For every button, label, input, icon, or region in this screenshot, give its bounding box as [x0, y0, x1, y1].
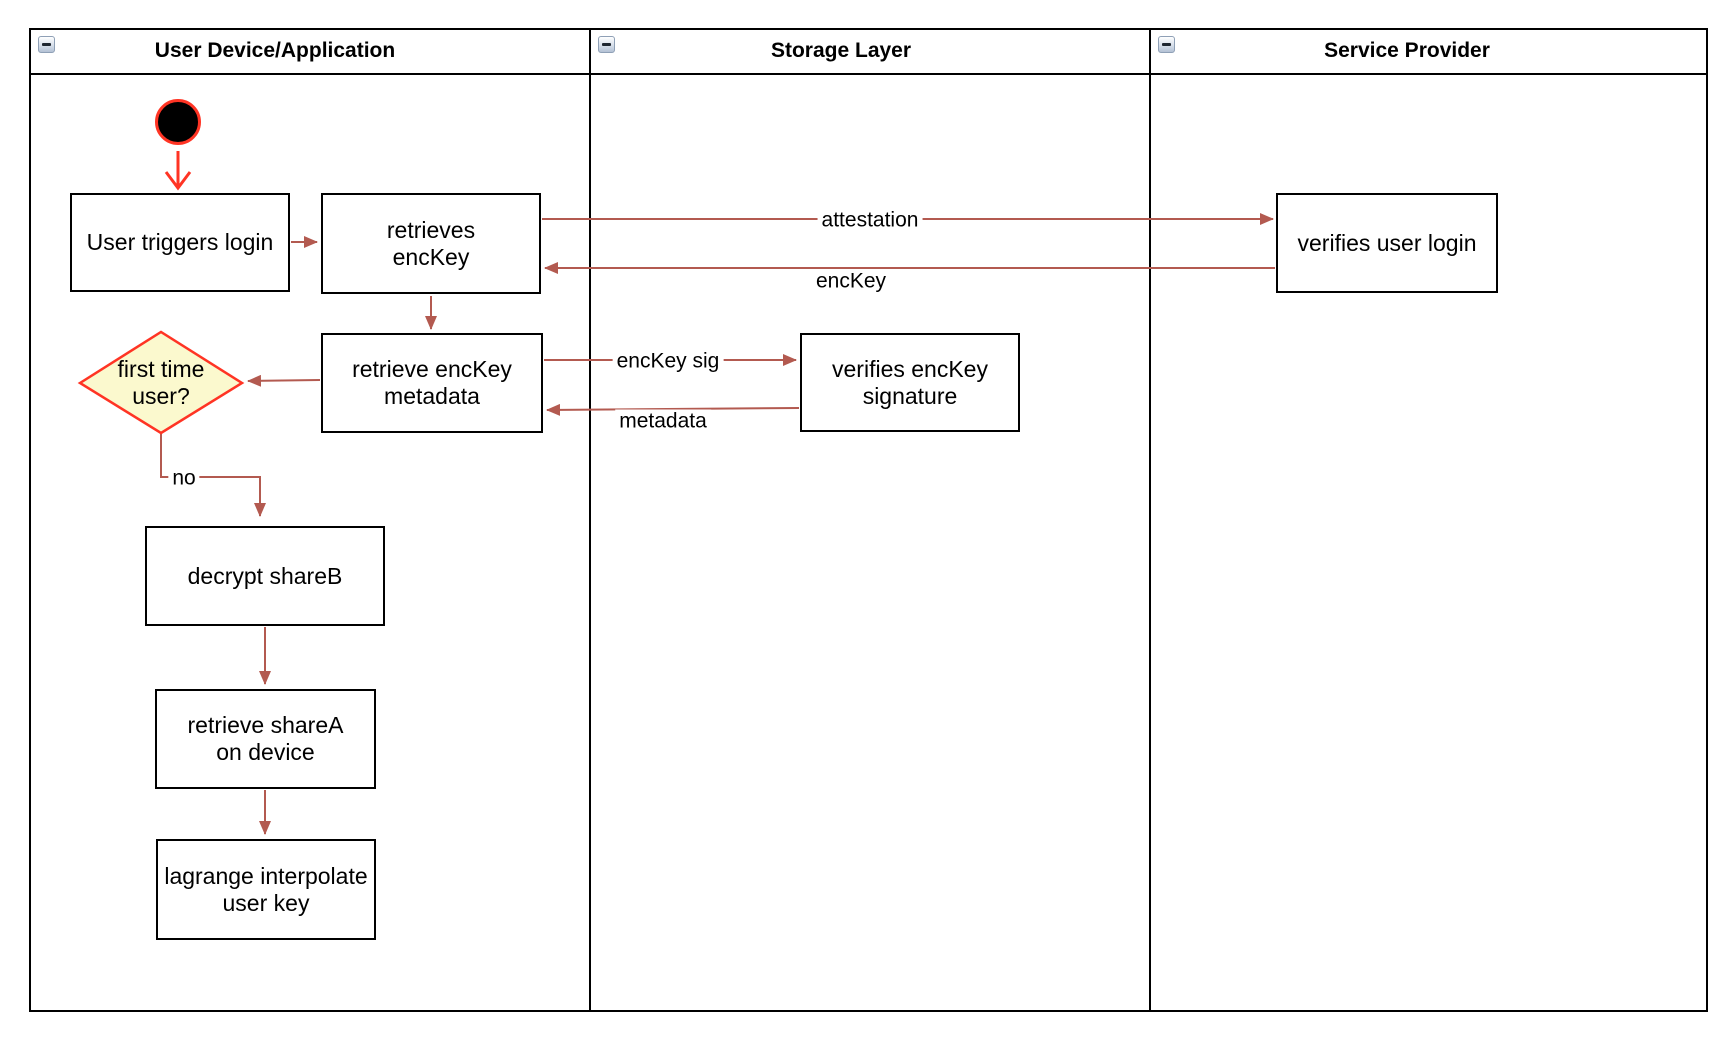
- edge-label-attestation: attestation: [817, 208, 923, 232]
- node-verifies-enckey-signature[interactable]: verifies encKey signature: [800, 333, 1020, 432]
- edge-label-no: no: [168, 466, 200, 490]
- minus-icon: [602, 43, 611, 46]
- node-label: User triggers login: [86, 229, 274, 255]
- node-label: retrieves encKey: [386, 216, 476, 270]
- node-retrieve-enckey-metadata[interactable]: retrieve encKey metadata: [321, 333, 543, 433]
- edge-metadata-return: [546, 403, 800, 416]
- minus-icon: [1162, 43, 1171, 46]
- node-first-time-user-label: first time user?: [86, 343, 236, 423]
- header-separator: [29, 73, 1708, 75]
- edge-label-metadata: metadata: [615, 409, 711, 433]
- collapse-lane-storage-icon[interactable]: [598, 36, 615, 53]
- node-decrypt-shareb[interactable]: decrypt shareB: [145, 526, 385, 626]
- node-verifies-user-login[interactable]: verifies user login: [1276, 193, 1498, 293]
- node-label: decrypt shareB: [187, 562, 343, 589]
- node-retrieves-enckey[interactable]: retrieves encKey: [321, 193, 541, 294]
- node-label: lagrange interpolate user key: [164, 862, 368, 916]
- lane-divider-2: [1149, 28, 1151, 1012]
- lane-title-user-device: User Device/Application: [154, 39, 396, 62]
- edge-start-arrowhead-icon: [164, 171, 192, 191]
- node-retrieve-sharea-on-device[interactable]: retrieve shareA on device: [155, 689, 376, 789]
- edge-decision-no-to-decrypt: [160, 434, 266, 517]
- node-label: retrieve shareA on device: [187, 712, 344, 765]
- lane-divider-1: [589, 28, 591, 1012]
- edge-metadata-to-decision: [247, 374, 321, 387]
- node-user-triggers-login[interactable]: User triggers login: [70, 193, 290, 292]
- edge-label-enckey: encKey: [811, 269, 891, 293]
- collapse-lane-user-device-icon[interactable]: [38, 36, 55, 53]
- collapse-lane-service-provider-icon[interactable]: [1158, 36, 1175, 53]
- node-lagrange-interpolate-user-key[interactable]: lagrange interpolate user key: [156, 839, 376, 940]
- node-label: retrieve encKey metadata: [352, 356, 512, 409]
- edge-label-enckey-sig: encKey sig: [612, 349, 724, 373]
- first-time-user-diamond[interactable]: [77, 330, 245, 435]
- minus-icon: [42, 43, 51, 46]
- node-label: first time user?: [117, 356, 205, 409]
- lane-title-service-provider: Service Provider: [1324, 39, 1490, 62]
- initial-node[interactable]: [155, 99, 201, 145]
- lane-title-storage-layer: Storage Layer: [770, 39, 912, 62]
- node-label: verifies encKey signature: [832, 355, 988, 409]
- node-label: verifies user login: [1297, 229, 1477, 256]
